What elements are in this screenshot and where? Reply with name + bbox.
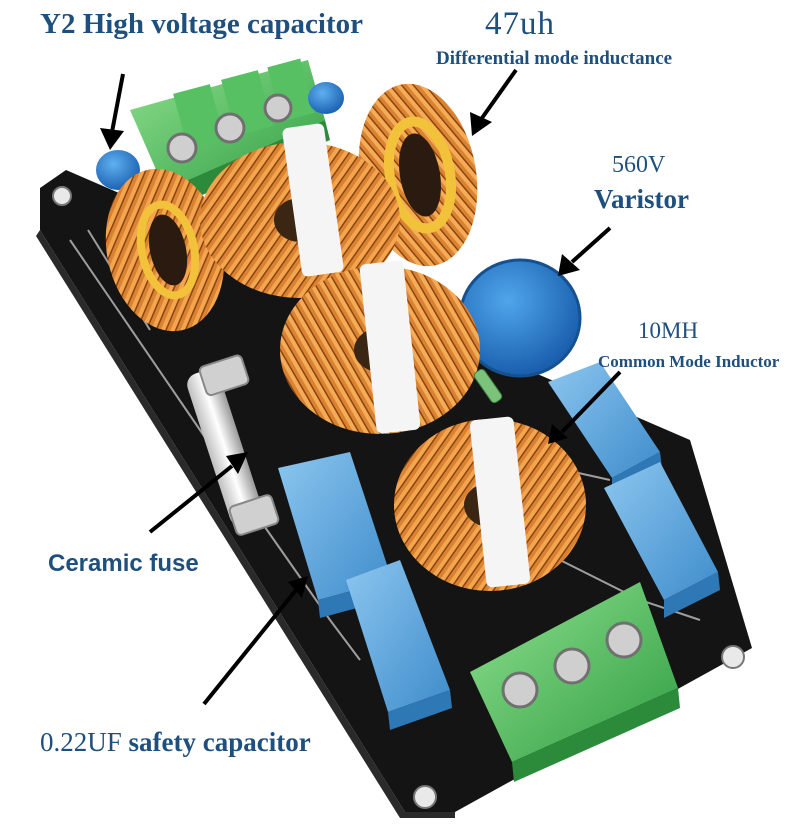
label-ceramic-fuse: Ceramic fuse <box>48 550 199 577</box>
label-y2-text: High voltage capacitor <box>82 8 363 40</box>
differential-inductor-left <box>105 168 225 332</box>
terminal-screw <box>605 621 643 659</box>
arrow-y2-capacitor <box>110 73 125 133</box>
label-inductor-value: 10MH <box>638 318 699 343</box>
label-inductor-text: Common Mode Inductor <box>598 352 780 371</box>
terminal-screw <box>263 93 293 123</box>
label-safety-capacitor: 0.22UF safety capacitor <box>40 727 311 758</box>
mounting-hole <box>413 785 437 809</box>
mounting-hole <box>52 186 72 206</box>
toroid-divider <box>359 260 421 434</box>
label-varistor-value: 560V <box>612 152 666 178</box>
output-terminal-block <box>470 582 680 782</box>
terminal-screw <box>166 132 198 164</box>
arrow-safety-capacitor <box>202 588 298 706</box>
terminal-screw <box>214 112 246 144</box>
resistor <box>473 368 503 404</box>
toroid-divider <box>469 416 531 588</box>
common-mode-inductor-top <box>200 123 400 298</box>
label-inductance-text: Differential mode inductance <box>436 48 673 69</box>
terminal-screw <box>553 647 591 685</box>
y2-capacitor <box>308 82 344 114</box>
terminal-screw <box>501 671 539 709</box>
common-mode-inductor-10mh <box>394 416 586 591</box>
label-capacitor-text: safety capacitor <box>128 727 311 757</box>
safety-capacitor-right-lower <box>604 462 720 618</box>
toroid-divider <box>282 123 344 277</box>
label-y2-capacitor: Y2 High voltage capacitor <box>40 8 363 41</box>
fuse-clip <box>198 354 250 397</box>
label-inductance-value: 47uh <box>485 6 555 42</box>
common-mode-inductor-middle <box>280 260 480 434</box>
arrow-ceramic-fuse <box>148 464 234 534</box>
arrow-varistor <box>570 226 612 264</box>
ceramic-fuse <box>187 354 280 536</box>
arrow-common-mode-inductor <box>560 370 622 434</box>
label-varistor-text: Varistor <box>594 184 689 214</box>
label-capacitor-value: 0.22UF <box>40 727 122 757</box>
fuse-clip <box>228 494 280 536</box>
mounting-hole <box>721 645 745 669</box>
safety-capacitor-left-lower <box>346 560 452 730</box>
label-y2-prefix: Y2 <box>40 8 76 40</box>
input-terminal-block <box>130 58 330 208</box>
arrow-differential-inductor <box>480 68 518 120</box>
annotation-arrows <box>100 68 622 706</box>
